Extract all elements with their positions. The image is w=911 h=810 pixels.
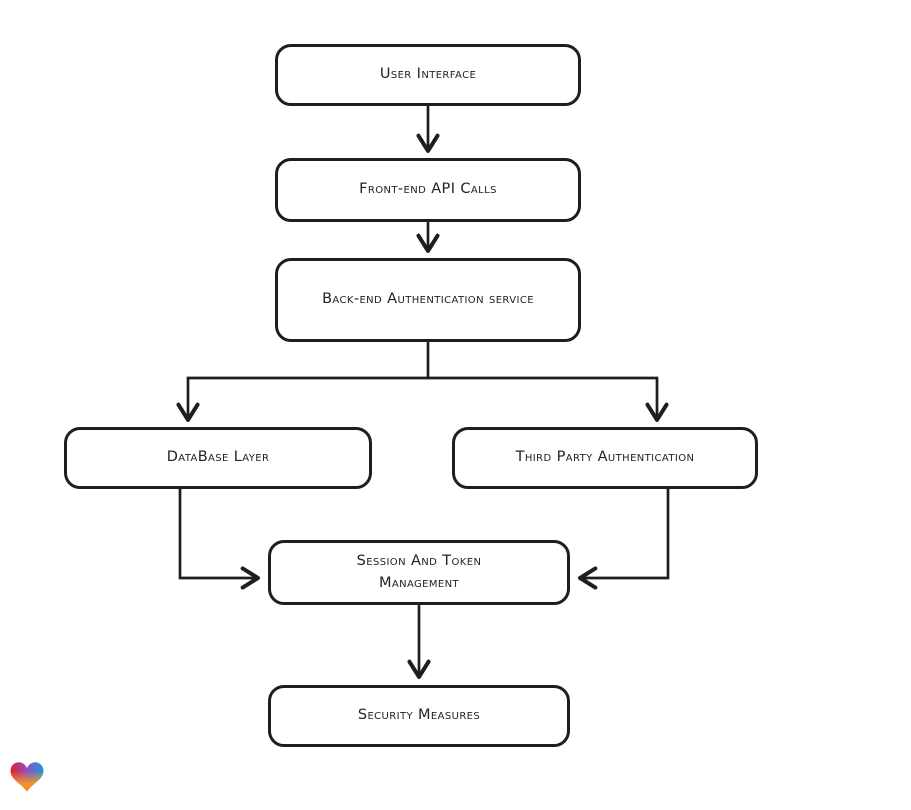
node-security-measures-label: Security Measures bbox=[357, 707, 481, 724]
node-frontend-api-calls[interactable]: Front-end API Calls bbox=[275, 158, 581, 222]
node-security-measures[interactable]: Security Measures bbox=[268, 685, 570, 747]
node-frontend-api-calls-label: Front-end API Calls bbox=[359, 181, 497, 198]
edge-thirdparty-to-session bbox=[581, 487, 670, 578]
heart-gradient-logo[interactable] bbox=[10, 759, 44, 793]
node-session-token-management[interactable]: Session And Token Management bbox=[268, 540, 570, 605]
node-database-layer-label: DataBase Layer bbox=[166, 449, 270, 466]
node-backend-auth-service[interactable]: Back-end Authentication service bbox=[275, 258, 581, 342]
node-user-interface-label: User Interface bbox=[379, 66, 477, 83]
node-third-party-authentication-label: Third Party Authentication bbox=[515, 449, 695, 466]
node-backend-auth-service-label: Back-end Authentication service bbox=[322, 291, 534, 308]
node-session-token-management-label: Session And Token Management bbox=[356, 552, 482, 591]
node-third-party-authentication[interactable]: Third Party Authentication bbox=[452, 427, 758, 489]
node-user-interface[interactable]: User Interface bbox=[275, 44, 581, 106]
edge-database-to-session bbox=[178, 487, 257, 578]
node-database-layer[interactable]: DataBase Layer bbox=[64, 427, 372, 489]
